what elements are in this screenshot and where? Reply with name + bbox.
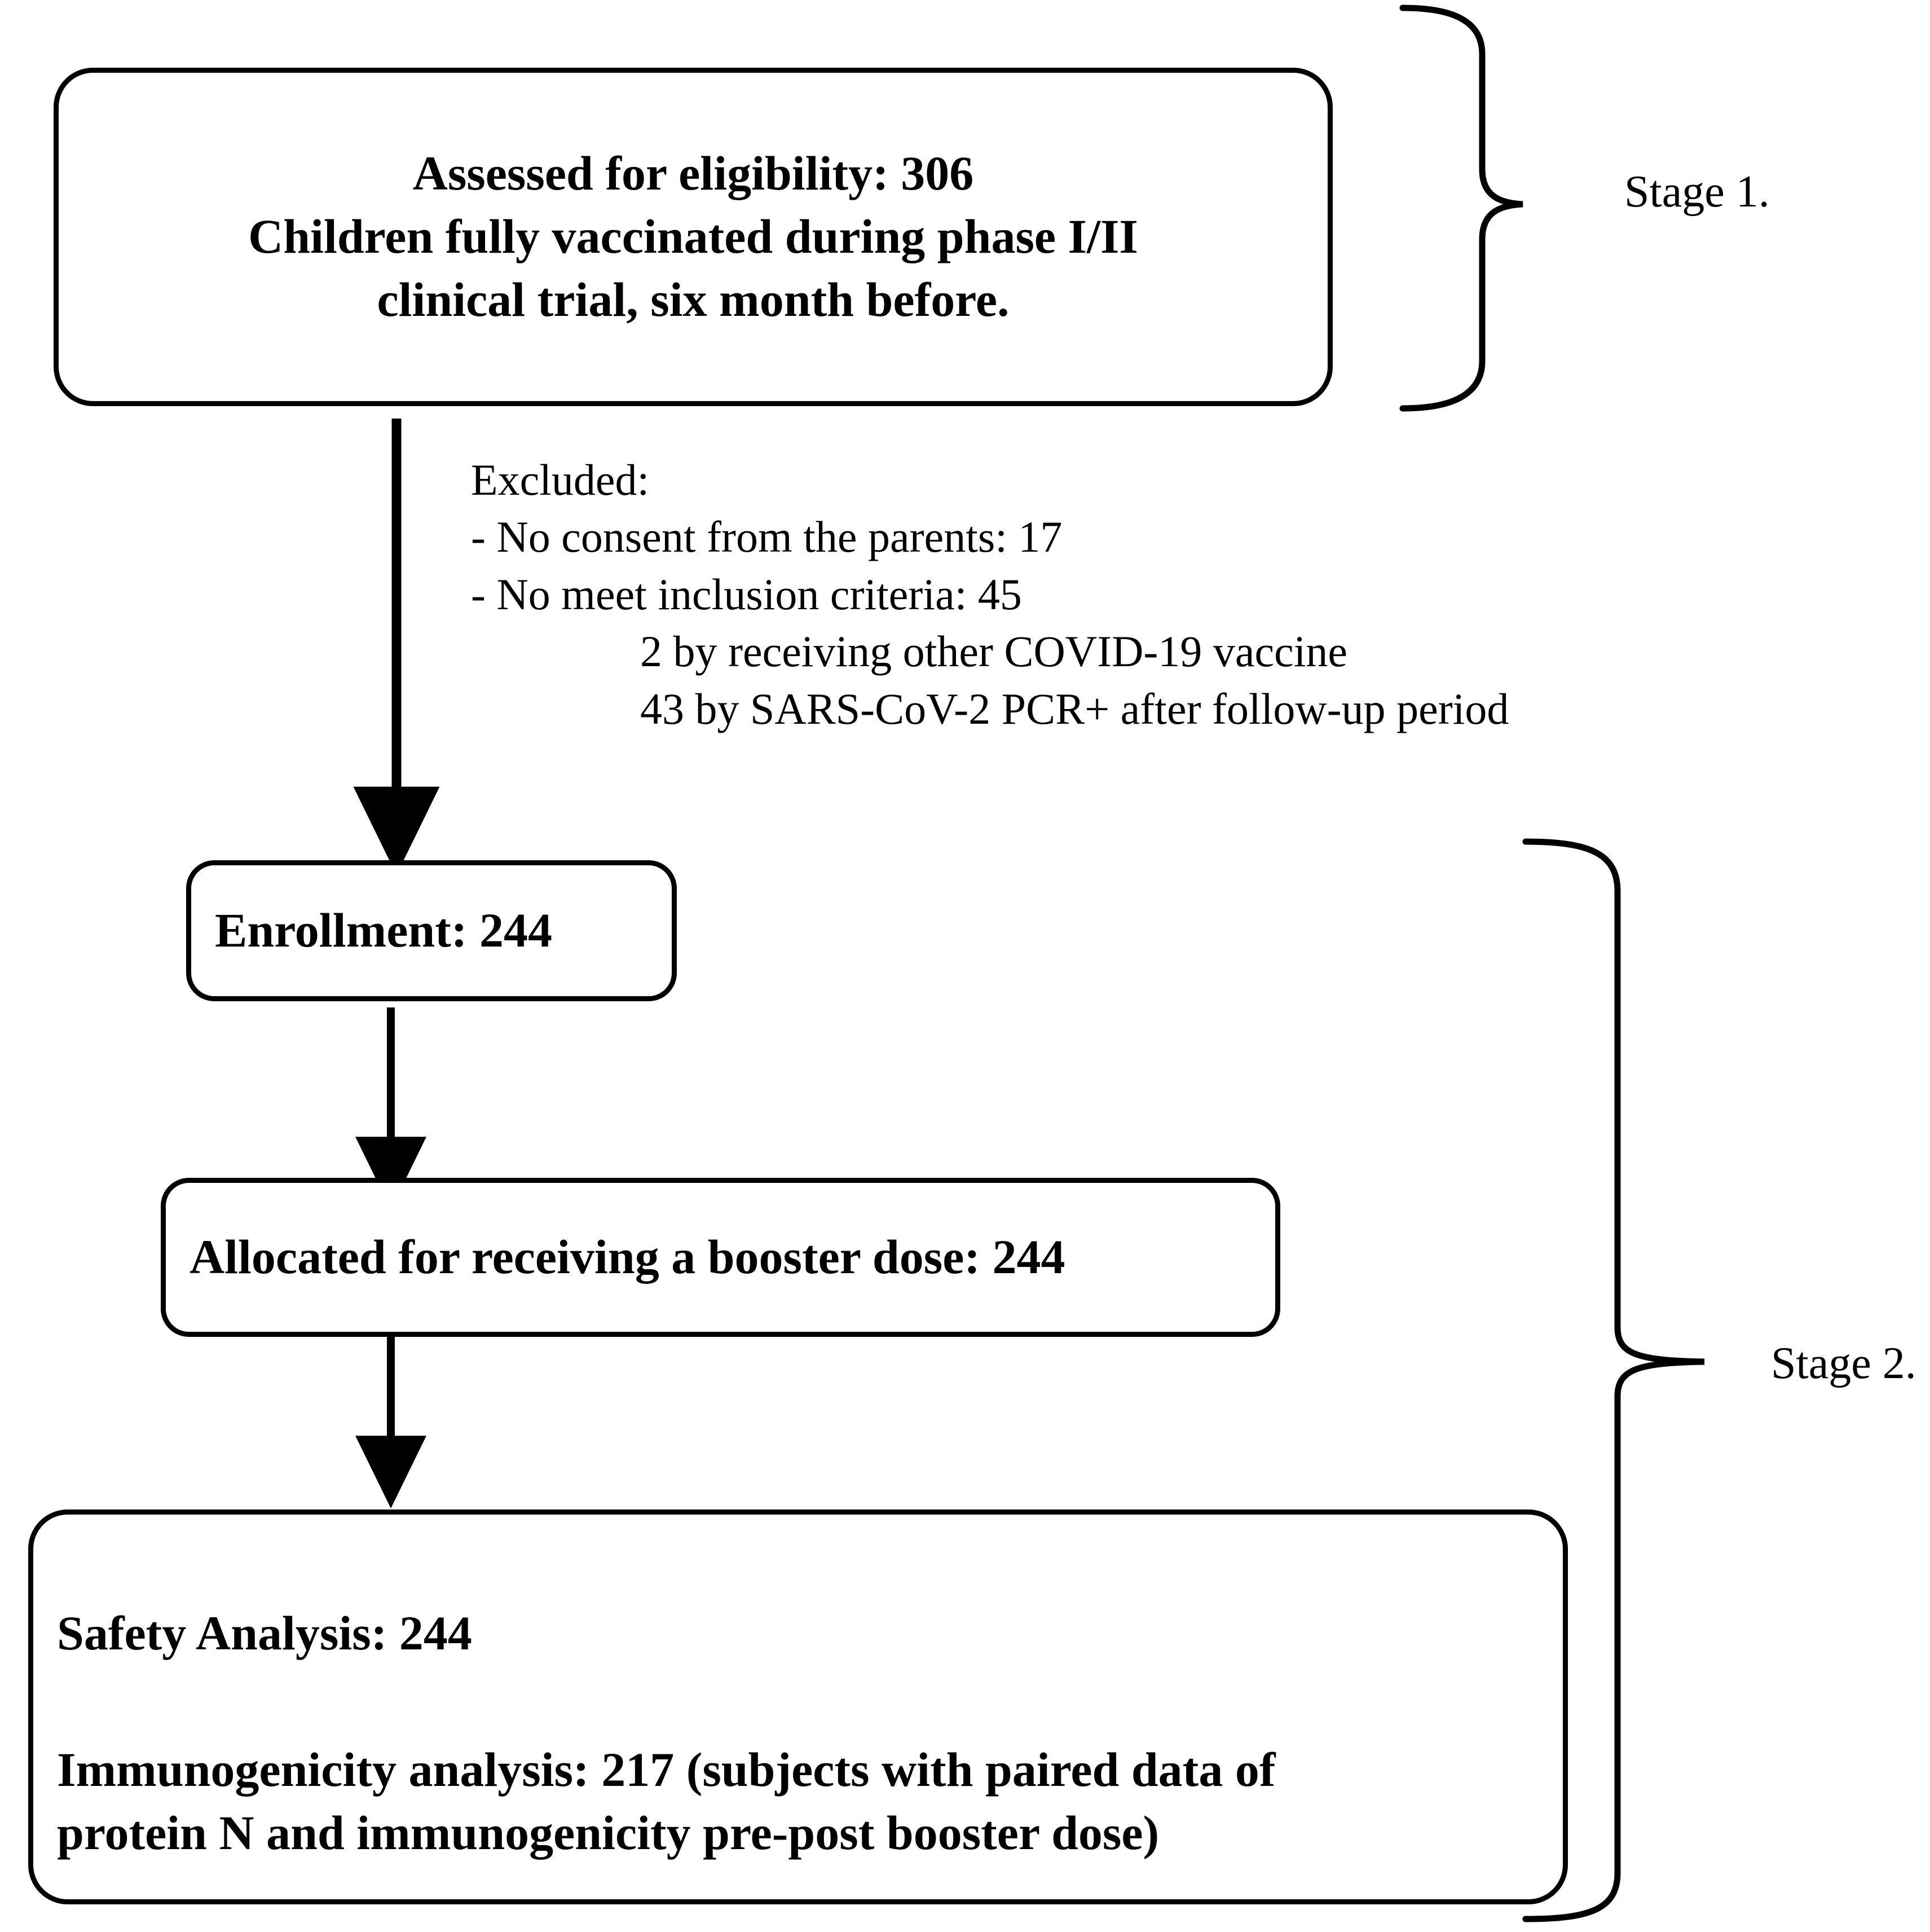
box-assessed-line-2: Children fully vaccinated during phase I… — [248, 209, 1138, 264]
box-safety-analysis-line: Safety Analysis: 244 — [57, 1606, 472, 1660]
box-assessed-for-eligibility: Assessed for eligibility: 306 Children f… — [54, 68, 1333, 406]
excluded-subitem-other-vaccine: 2 by receiving other COVID-19 vaccine — [640, 627, 1348, 676]
box-assessed-line-1: Assessed for eligibility: 306 — [412, 146, 974, 201]
excluded-subitem-pcr-positive: 43 by SARS-CoV-2 PCR+ after follow-up pe… — [640, 684, 1509, 733]
excluded-item-no-inclusion: - No meet inclusion criteria: 45 — [471, 569, 1022, 619]
excluded-item-no-consent: - No consent from the parents: 17 — [471, 512, 1063, 562]
box-allocated-booster-dose: Allocated for receiving a booster dose: … — [161, 1178, 1280, 1337]
box-immunogenicity-line-1: Immunogenicity analysis: 217 (subjects w… — [57, 1742, 1276, 1797]
box-allocated-line: Allocated for receiving a booster dose: … — [190, 1230, 1065, 1284]
box-immunogenicity-line-2: protein N and immunogenicity pre-post bo… — [57, 1805, 1160, 1860]
excluded-heading: Excluded: — [471, 455, 650, 504]
box-analysis: Safety Analysis: 244 Immunogenicity anal… — [28, 1509, 1568, 1904]
box-enrollment: Enrollment: 244 — [186, 860, 677, 1001]
stage-1-brace — [1399, 5, 1523, 412]
box-enrollment-line: Enrollment: 244 — [215, 903, 553, 958]
stage-2-label: Stage 2. — [1771, 1339, 1916, 1388]
stage-1-label: Stage 1. — [1624, 167, 1770, 217]
box-assessed-line-3: clinical trial, six month before. — [377, 272, 1010, 327]
excluded-annotation: Excluded: - No consent from the parents:… — [471, 451, 1740, 737]
